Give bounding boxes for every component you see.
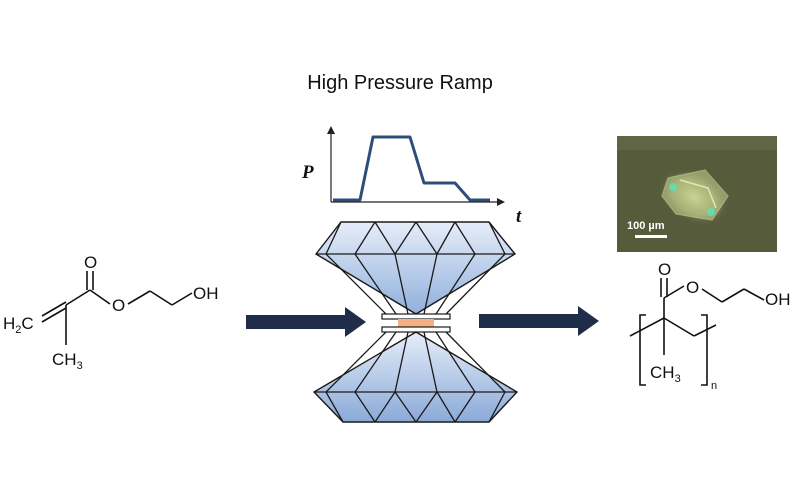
monomer-carbonyl-o: O — [84, 253, 97, 272]
top-culet — [381, 313, 451, 320]
monomer-ch3: CH3 — [52, 350, 83, 372]
monomer-ester-o: O — [112, 296, 125, 315]
polymer-oh: OH — [765, 290, 791, 309]
pressure-ramp-curve — [333, 135, 490, 202]
polymer-repeat-n: n — [711, 380, 717, 392]
polymer-bracket-right — [701, 314, 708, 386]
ramp-x-label: t — [516, 206, 522, 227]
polymer-ester-o: O — [686, 278, 699, 297]
sample-chamber — [398, 319, 434, 327]
monomer-h2c-label: H2C — [3, 314, 34, 336]
scale-bar — [635, 235, 667, 238]
ramp-y-arrowhead — [327, 126, 335, 134]
reaction-arrow-right — [479, 306, 599, 336]
reaction-arrow-left — [246, 307, 366, 337]
top-diamond — [314, 221, 517, 315]
polymer-ch3: CH3 — [650, 363, 681, 385]
bottom-diamond — [312, 331, 519, 423]
diagram-title: High Pressure Ramp — [307, 72, 493, 94]
monomer-oh: OH — [193, 284, 219, 303]
phema-polymer-structure: O O OH CH3 n — [629, 260, 791, 392]
pressure-ramp-chart: P t — [301, 126, 522, 227]
scale-bar-label: 100 µm — [627, 220, 665, 232]
crystal-micrograph: 100 µm — [617, 136, 777, 252]
diamond-anvil-cell — [312, 221, 519, 423]
polymer-bracket-left — [639, 314, 646, 386]
ramp-y-label: P — [301, 162, 314, 183]
hema-monomer-structure: H2C O O OH CH3 — [3, 253, 219, 372]
polymer-carbonyl-o: O — [658, 260, 671, 279]
ramp-x-arrowhead — [497, 198, 505, 206]
